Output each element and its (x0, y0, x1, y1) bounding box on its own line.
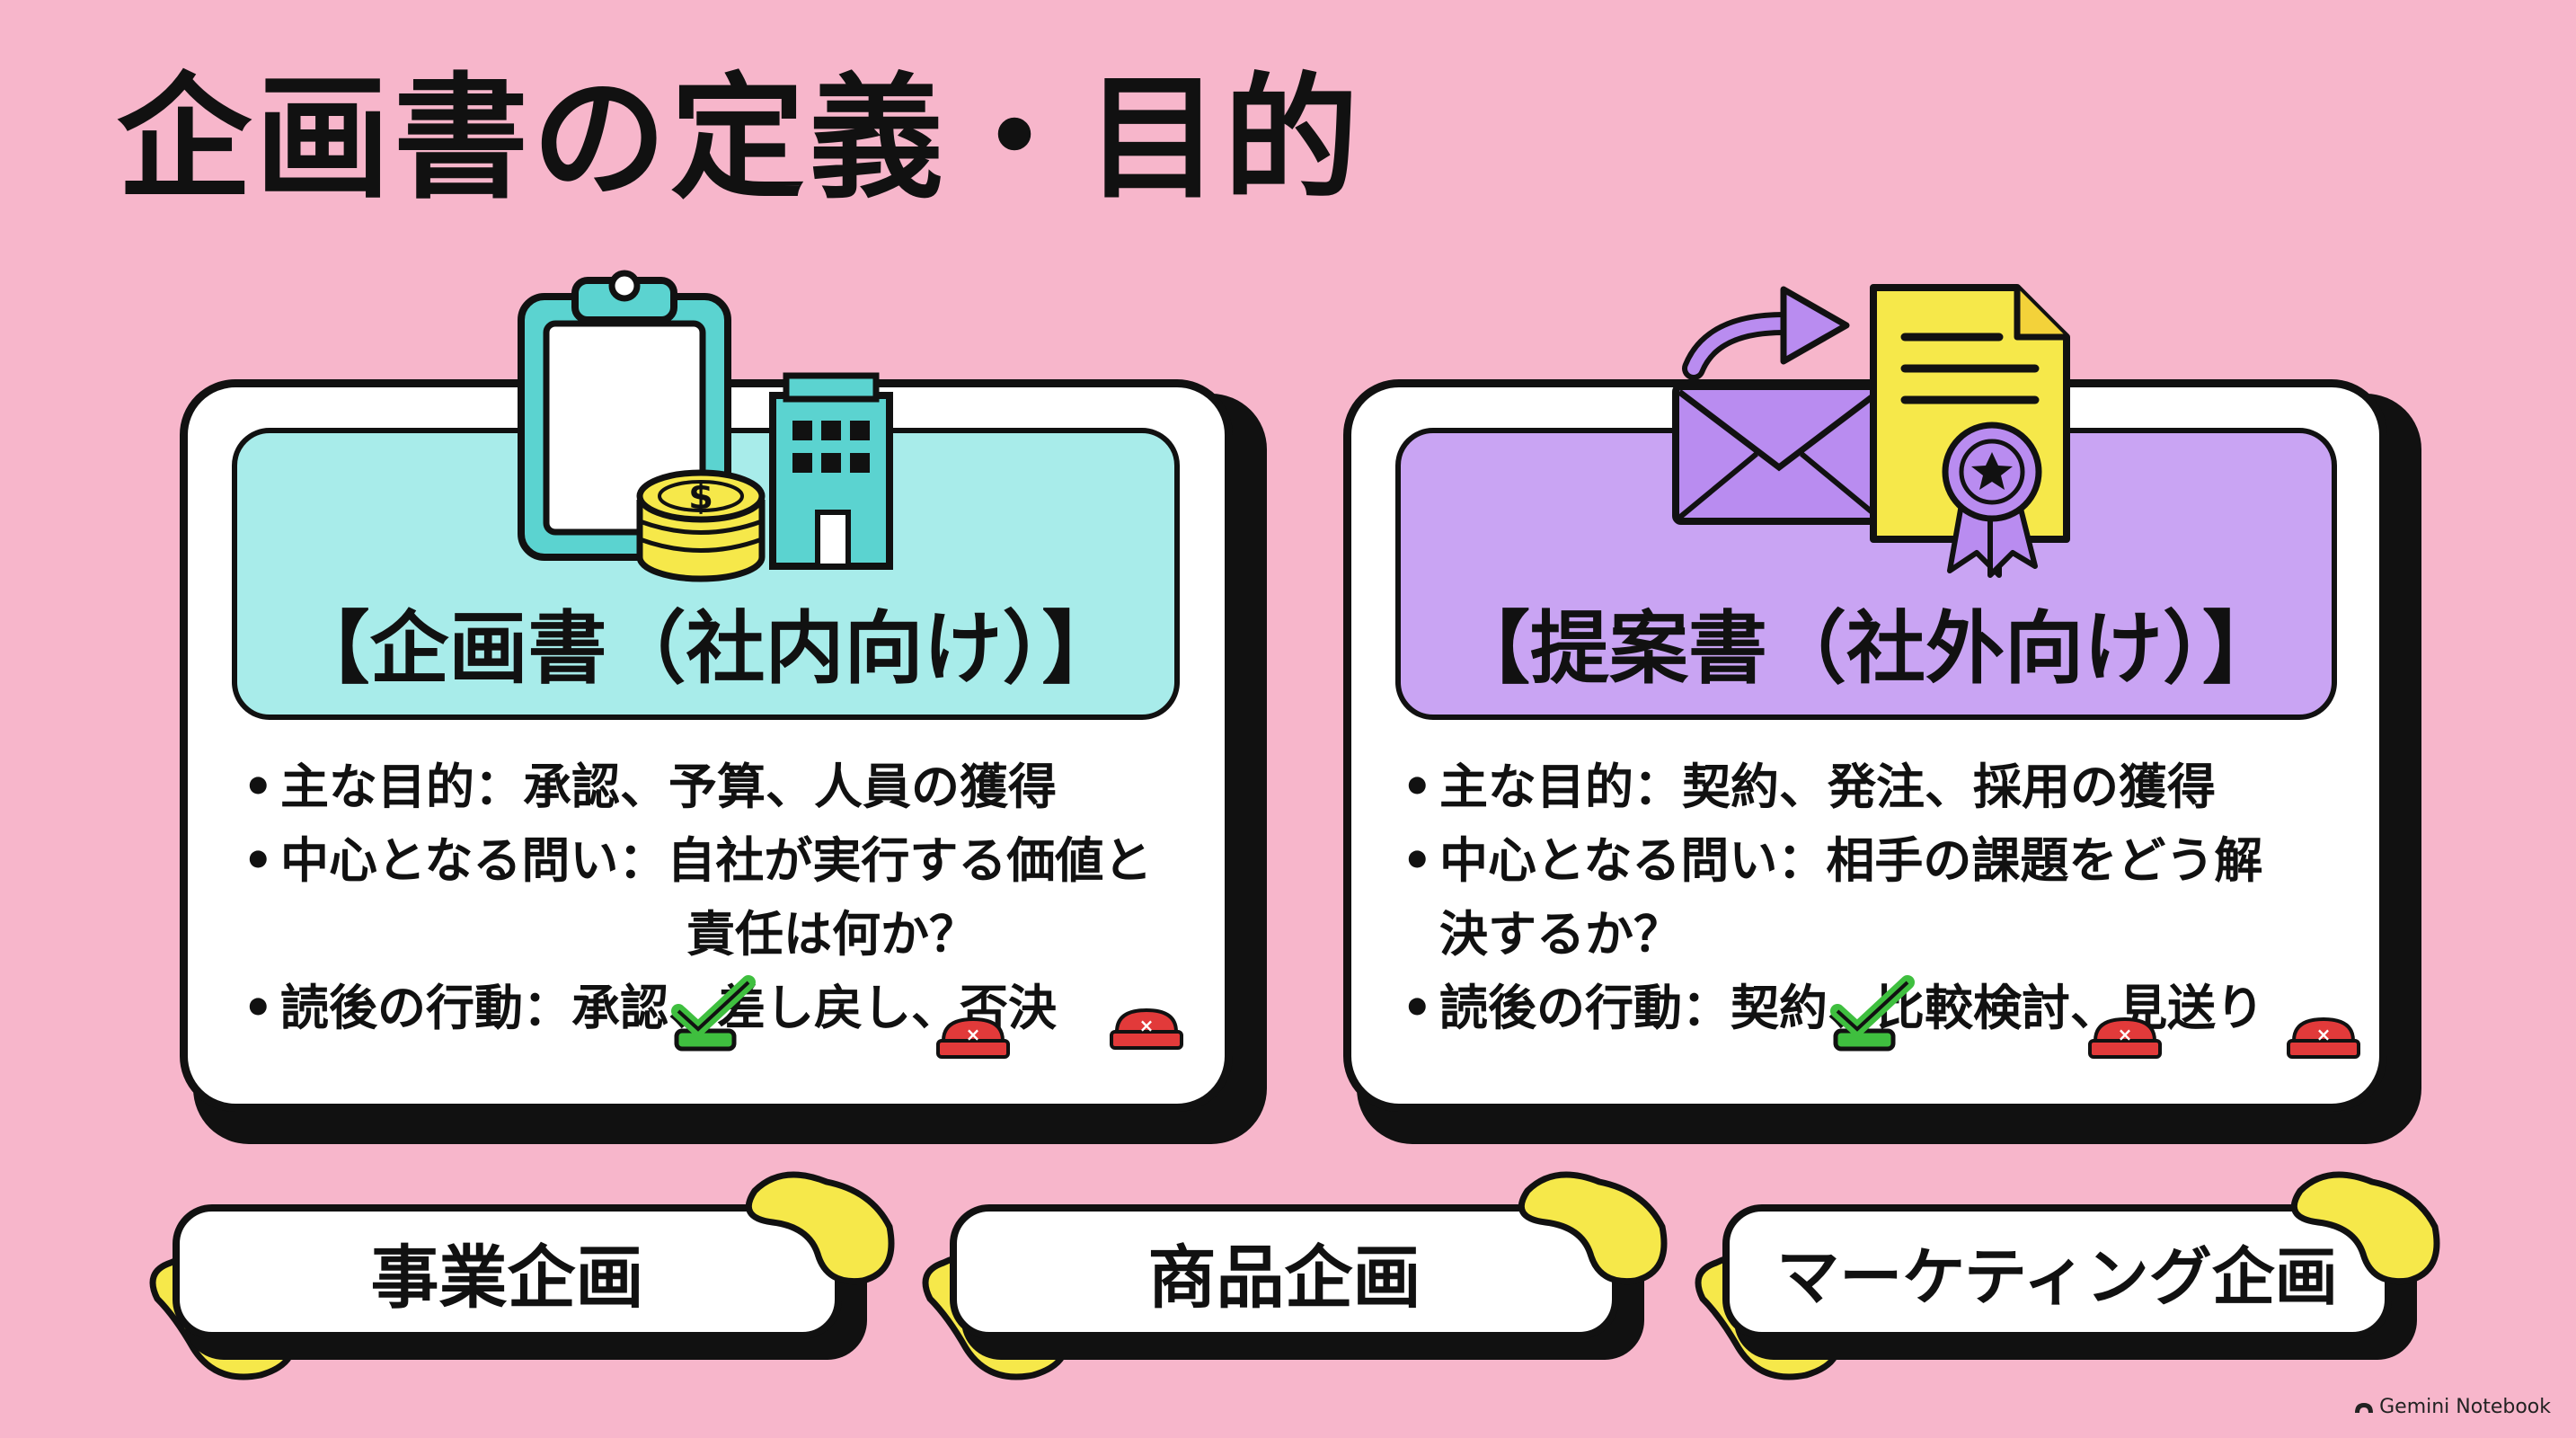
svg-text:×: × (2316, 1024, 2332, 1045)
list-item: •読後の行動：承認、差し戻し、否決 (243, 980, 1057, 1036)
check-stamp-icon (1830, 975, 1915, 1052)
list-item-continuation: 責任は何か？ (686, 906, 978, 963)
page-title: 企画書の定義・目的 (117, 61, 1363, 217)
reject-stamp-icon: × (936, 1016, 1010, 1059)
card-heading: 【提案書（社外向け）】 (1450, 602, 2281, 695)
list-item: •中心となる問い：相手の課題をどう解 (1402, 832, 2263, 889)
svg-text:×: × (2118, 1024, 2133, 1045)
building-icon (769, 372, 893, 570)
svg-text:×: × (1139, 1015, 1155, 1036)
svg-text:$: $ (688, 476, 713, 518)
card-heading: 【企画書（社内向け）】 (290, 602, 1121, 695)
arrow-icon (1682, 286, 1850, 380)
coins-icon: $ (636, 469, 766, 582)
svg-text:×: × (966, 1024, 981, 1045)
blob-decoration (745, 1171, 895, 1285)
certificate-icon (1870, 284, 2070, 578)
clipboard-icon: $ (518, 270, 893, 582)
brand-watermark: Gemini Notebook (2354, 1396, 2551, 1418)
list-item: •主な目的：承認、予算、人員の獲得 (243, 759, 1057, 815)
brand-label: Gemini Notebook (2379, 1396, 2551, 1418)
reject-stamp-icon: × (2287, 1016, 2360, 1059)
tag-marketing-plan: マーケティング企画 (1722, 1204, 2392, 1339)
reject-stamp-icon: × (2088, 1016, 2162, 1059)
list-item: •主な目的：契約、発注、採用の獲得 (1402, 759, 2216, 815)
blob-decoration (2290, 1171, 2440, 1285)
bullet-list: •主な目的：承認、予算、人員の獲得 •中心となる問い：自社が実行する価値と 責任… (243, 750, 1152, 1045)
envelope-icon (1672, 284, 2070, 578)
blob-decoration (1518, 1171, 1668, 1285)
gemini-logo-icon (2355, 1402, 2374, 1413)
list-item: •中心となる問い：自社が実行する価値と (243, 832, 1153, 889)
tag-business-plan: 事業企画 (173, 1204, 842, 1339)
bullet-list: •主な目的：契約、発注、採用の獲得 •中心となる問い：相手の課題をどう解 決する… (1402, 750, 2264, 1045)
check-stamp-icon (671, 975, 756, 1052)
reject-stamp-icon: × (1110, 1007, 1183, 1050)
list-item-continuation: 決するか？ (1439, 906, 1682, 963)
